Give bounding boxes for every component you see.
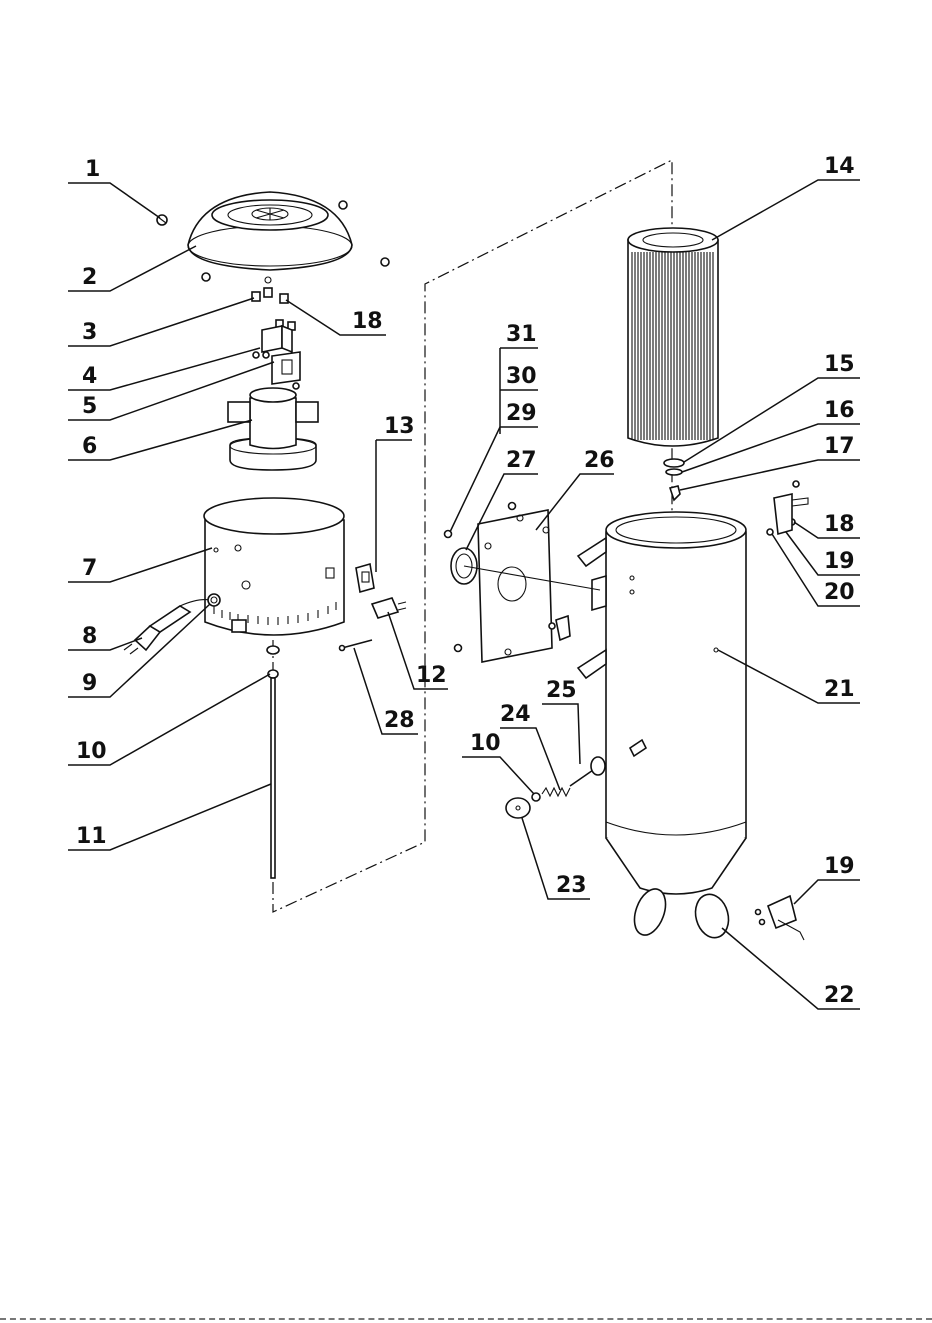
callout-18-top-label: 18 <box>352 309 383 334</box>
callout-13-label: 13 <box>384 414 415 439</box>
part-16-washer <box>666 469 682 475</box>
callout-1-label: 1 <box>85 157 100 182</box>
callout-4-label: 4 <box>82 364 97 389</box>
part-14-filter-cartridge <box>628 228 718 446</box>
callout-16-label: 16 <box>824 398 855 423</box>
callout-24-label: 24 <box>500 702 531 727</box>
callout-7: 7 <box>68 548 212 582</box>
callout-4: 4 <box>68 348 260 390</box>
part-5-bracket-plate <box>272 352 300 389</box>
callout-19-right-label: 19 <box>824 549 855 574</box>
part-8-power-plug <box>124 600 210 654</box>
callout-18-top: 18 <box>286 300 386 335</box>
part-13-switch <box>356 564 374 592</box>
part-26-mounting-plate <box>478 510 570 662</box>
callout-6-label: 6 <box>82 434 97 459</box>
callout-6: 6 <box>68 420 252 460</box>
callout-11: 11 <box>68 784 271 850</box>
callout-13: 13 <box>376 414 415 572</box>
callout-11-label: 11 <box>76 824 107 849</box>
callout-21-label: 21 <box>824 677 855 702</box>
part-7-housing <box>204 498 344 635</box>
callout-23-label: 23 <box>556 873 587 898</box>
callout-5-label: 5 <box>82 394 97 419</box>
callout-25: 25 <box>542 678 580 764</box>
callout-10-right-label: 10 <box>470 731 501 756</box>
callout-10-right: 10 <box>462 731 534 794</box>
callout-2: 2 <box>68 246 196 291</box>
callout-15-label: 15 <box>824 352 855 377</box>
callout-27-label: 27 <box>506 448 537 473</box>
callout-10: 10 <box>68 674 270 765</box>
callout-18-right: 18 <box>794 512 860 538</box>
callout-14: 14 <box>712 154 860 240</box>
callout-28-label: 28 <box>384 708 415 733</box>
callout-19-bottom-label: 19 <box>824 854 855 879</box>
part-6-motor <box>228 388 318 470</box>
part-3-screws <box>252 288 295 330</box>
callout-30: 30 <box>500 364 538 390</box>
callout-17-label: 17 <box>824 434 855 459</box>
callout-14-label: 14 <box>824 154 855 179</box>
callout-12-label: 12 <box>416 663 447 688</box>
callout-23: 23 <box>522 818 590 899</box>
callout-7-label: 7 <box>82 556 97 581</box>
part-15-washer <box>664 459 684 467</box>
part-23-disc <box>506 798 530 818</box>
part-22-bottom-disc <box>691 891 733 942</box>
callout-8: 8 <box>68 624 142 650</box>
part-21-tank <box>578 512 746 939</box>
part-24-spring <box>542 788 570 796</box>
callout-3-label: 3 <box>82 320 97 345</box>
page-bottom-rule <box>0 1318 932 1320</box>
callout-3: 3 <box>68 298 254 346</box>
callout-9-label: 9 <box>82 671 97 696</box>
callout-10-label: 10 <box>76 739 107 764</box>
part-28-pin <box>340 640 373 651</box>
callout-22: 22 <box>722 928 860 1009</box>
callout-31-label: 31 <box>506 322 537 347</box>
callout-24: 24 <box>500 702 560 790</box>
callout-17: 17 <box>680 434 860 490</box>
callout-22-label: 22 <box>824 983 855 1008</box>
callout-26-label: 26 <box>584 448 615 473</box>
callout-1: 1 <box>68 157 160 218</box>
callout-20-label: 20 <box>824 580 855 605</box>
callout-12: 12 <box>388 612 448 689</box>
callout-19-bottom: 19 <box>794 854 860 904</box>
callout-2-label: 2 <box>82 265 97 290</box>
part-19-lower-latch <box>756 896 805 940</box>
callout-18-right-label: 18 <box>824 512 855 537</box>
callout-25-label: 25 <box>546 678 577 703</box>
part-2-top-cover <box>188 192 389 283</box>
callout-30-label: 30 <box>506 364 537 389</box>
callout-8-label: 8 <box>82 624 97 649</box>
callout-28: 28 <box>354 648 418 734</box>
callout-29-label: 29 <box>506 401 537 426</box>
part-11-rod <box>271 678 275 878</box>
